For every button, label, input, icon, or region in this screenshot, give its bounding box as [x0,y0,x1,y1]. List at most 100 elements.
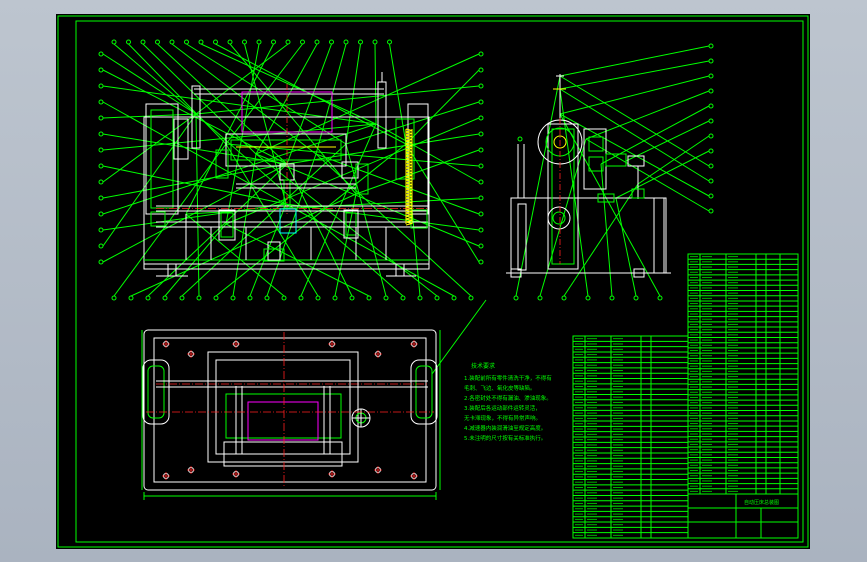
leader-line [102,113,197,247]
leader-line [113,43,197,115]
parts-list-left [572,335,689,539]
balloon [708,58,714,64]
leader-line [102,113,197,183]
title-block: 自动压床总装图 [687,493,799,539]
leader-line [286,133,480,165]
parts-list-right [687,253,799,495]
balloon [343,39,349,45]
balloon [179,295,185,301]
balloon [478,195,484,201]
balloon [242,39,247,45]
balloon [128,295,134,301]
balloon [708,103,714,109]
bolt-holes [162,340,418,480]
balloon [227,39,233,45]
balloon [155,39,160,45]
leader-line [195,43,289,115]
leader-line [200,43,377,125]
balloon [585,295,591,301]
leader-line [266,153,317,297]
assembly-drawing-sheet: 技术要求 1.装配前所有零件清洗干净，不得有 毛刺、飞边、氧化皮等缺陷。 2.各… [57,15,809,548]
side-view-leaders [513,43,714,301]
leader-line [232,153,257,297]
balloon [315,295,321,301]
balloon [478,83,484,89]
leader-line [102,113,197,119]
notes-line: 无卡滞现象，不得有异常声响。 [464,414,541,422]
leader-line [600,163,613,297]
balloon [298,295,304,301]
leader-line [315,153,480,215]
balloon [708,193,714,199]
balloon [417,295,423,301]
balloon [98,83,104,89]
leader-line [615,197,637,297]
leader-line [255,53,480,155]
leader-line [585,90,710,140]
balloon [98,131,104,137]
balloon [478,163,484,169]
balloon [387,39,392,45]
leader-line [128,43,227,145]
leader-line [255,43,318,155]
leader-line [102,53,197,115]
leader-line [102,163,288,199]
leader-line [600,105,710,165]
balloon [478,51,484,57]
leader-line [559,75,710,115]
drawing-title: 自动压床总装图 [744,499,779,506]
balloon [98,211,104,217]
balloon [184,39,189,45]
balloon [98,51,104,57]
leader-line [244,43,287,205]
balloon [98,147,104,153]
balloon [451,295,457,301]
cad-viewport[interactable]: 技术要求 1.装配前所有零件清洗干净，不得有 毛刺、飞边、氧化皮等缺陷。 2.各… [56,14,810,549]
leader-line [300,123,377,297]
balloon [708,163,714,169]
balloon [213,295,219,301]
leader-line [559,88,710,182]
balloon [98,227,104,233]
balloon [708,178,714,184]
balloon [98,179,104,185]
leader-line [181,143,347,297]
leader-line [315,43,347,155]
balloon [98,195,104,201]
outer-border [57,15,809,548]
leader-line [405,143,480,263]
balloon [434,295,440,301]
balloon [314,39,320,45]
leader-line [113,143,227,297]
leader-line [185,213,285,297]
balloon [478,259,484,265]
balloon [468,295,474,301]
balloon [513,295,519,301]
balloon [478,179,484,185]
balloon [349,295,355,301]
leader-line [563,183,639,297]
balloon [517,136,523,142]
leader-line [102,123,377,215]
balloon [332,295,338,301]
leader-line [157,43,288,165]
balloon [478,147,484,153]
notes-title: 技术要求 [471,362,495,370]
balloon [98,115,104,121]
balloon [198,39,204,45]
balloon [383,295,389,301]
balloon [478,227,484,233]
inner-border [75,20,804,543]
balloon [145,295,151,301]
balloon [98,163,104,169]
leader-line [195,85,480,115]
leader-line [102,165,287,205]
balloon [366,295,372,301]
leader-line [185,43,274,215]
leader-line [102,133,288,165]
leader-line [147,163,288,297]
balloon [98,243,104,249]
balloon [162,295,168,301]
leader-line [345,101,480,145]
balloon [708,208,714,214]
